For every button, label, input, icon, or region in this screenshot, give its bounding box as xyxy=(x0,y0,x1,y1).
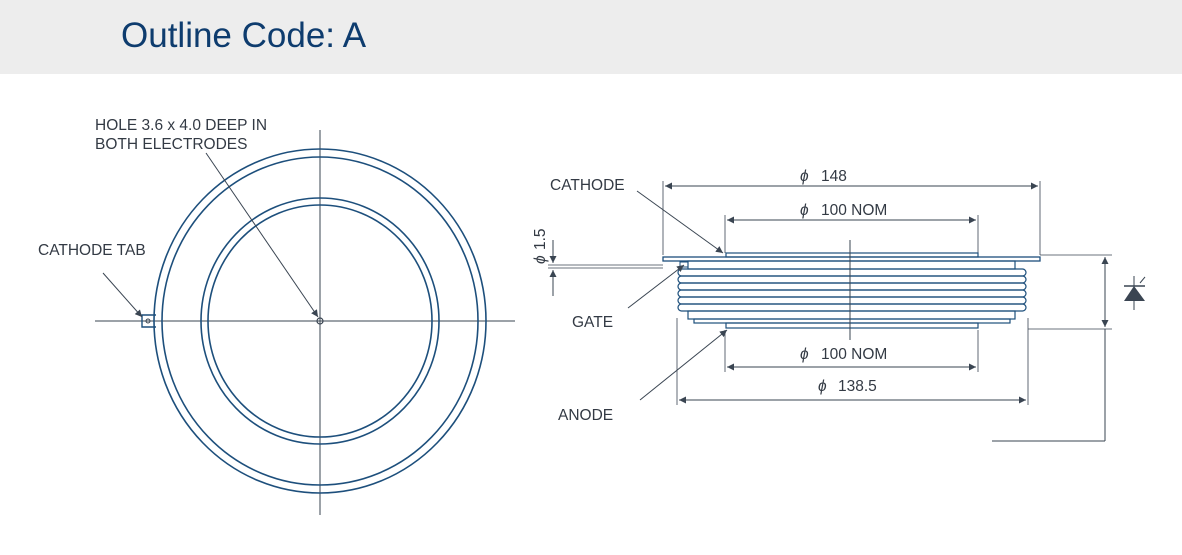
rib-2 xyxy=(677,275,1027,284)
dim-148-text: 148 xyxy=(821,168,847,185)
page-title: Outline Code: A xyxy=(121,16,367,55)
outer-flange-inner-ring xyxy=(161,156,479,486)
electrode-outer-ring xyxy=(200,197,440,445)
dim-138-5-text: 138.5 xyxy=(838,378,877,395)
housing-bottom-band xyxy=(687,310,1016,320)
dim-100-bottom-text: 100 NOM xyxy=(821,346,887,363)
gate-leader xyxy=(627,264,685,309)
phi-symbol-100-top: ϕ xyxy=(800,202,809,219)
rib-1 xyxy=(677,268,1027,277)
phi-symbol-1-5: ϕ xyxy=(532,255,549,264)
title-bar: Outline Code: A xyxy=(0,0,1182,74)
dim-1-5-group: ϕ 1.5 xyxy=(532,228,549,264)
cathode-tab-hole xyxy=(145,318,151,324)
phi-symbol-138-5: ϕ xyxy=(818,378,827,395)
dim-1-5-text: 1.5 xyxy=(532,228,549,250)
anode-flange xyxy=(693,318,1011,324)
diode-icon xyxy=(1124,276,1146,310)
top-view: HOLE 3.6 x 4.0 DEEP IN BOTH ELECTRODES C… xyxy=(38,117,515,515)
cathode-tab-label: CATHODE TAB xyxy=(38,242,146,259)
rib-3 xyxy=(677,282,1027,291)
phi-symbol-148: ϕ xyxy=(800,168,809,185)
anode-label: ANODE xyxy=(558,407,613,424)
diode-gate-lead xyxy=(1139,276,1146,284)
anode-pole-face xyxy=(725,322,979,329)
phi-symbol-100-bottom: ϕ xyxy=(800,346,809,363)
outer-flange-outer-ring xyxy=(153,148,487,494)
diode-triangle xyxy=(1124,286,1145,301)
hole-note-line1: HOLE 3.6 x 4.0 DEEP IN xyxy=(95,117,267,134)
side-view: CATHODE GATE ANODE ϕ 148 ϕ 100 NOM ϕ 100… xyxy=(532,168,1146,442)
hole-note-line2: BOTH ELECTRODES xyxy=(95,136,247,153)
hole-note-leader xyxy=(205,152,319,318)
ceramic-ribs xyxy=(677,268,1027,312)
cathode-leader xyxy=(636,190,724,254)
rib-6 xyxy=(677,303,1027,312)
cathode-label: CATHODE xyxy=(550,177,625,194)
rib-5 xyxy=(677,296,1027,305)
cathode-tab xyxy=(141,314,156,328)
gate-label: GATE xyxy=(572,314,613,331)
center-hole xyxy=(316,317,324,325)
cathode-tab-leader xyxy=(102,272,143,318)
cathode-flange xyxy=(662,256,1041,262)
dim-100-top-text: 100 NOM xyxy=(821,202,887,219)
gate-terminal xyxy=(679,261,689,268)
rib-4 xyxy=(677,289,1027,298)
anode-leader xyxy=(639,329,728,401)
housing-top-band xyxy=(687,260,1016,270)
electrode-inner-ring xyxy=(207,204,433,438)
